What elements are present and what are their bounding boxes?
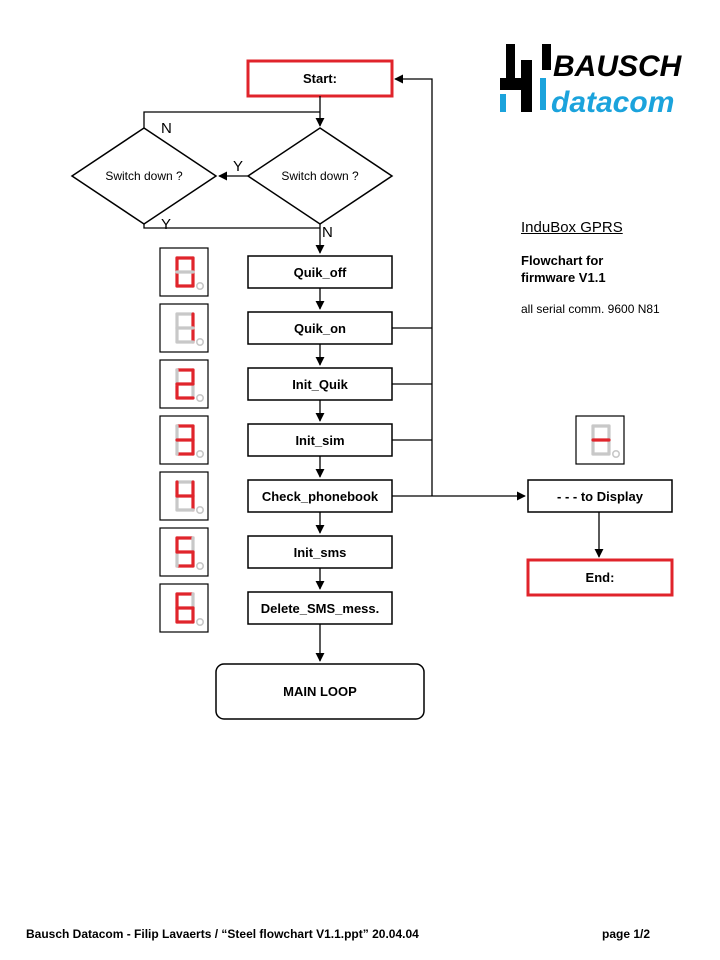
bausch-datacom-logo: BAUSCH datacom xyxy=(500,44,683,119)
digit-display xyxy=(159,415,209,465)
decision-right-label: Switch down ? xyxy=(281,169,359,183)
step-node-label: Quik_off xyxy=(294,265,347,280)
step-node-label: Delete_SMS_mess. xyxy=(261,601,380,616)
step-node-label: Init_sms xyxy=(294,545,347,560)
step-node-label: Init_Quik xyxy=(292,377,348,392)
digit-display xyxy=(159,527,209,577)
digit-display xyxy=(159,583,209,633)
step-node-label: Check_phonebook xyxy=(262,489,379,504)
edge-back-to-start xyxy=(394,74,433,496)
edge-label-n-bottom: N xyxy=(322,224,333,241)
step-node-label: Quik_on xyxy=(294,321,346,336)
edges xyxy=(143,74,604,662)
step-node xyxy=(247,591,393,625)
digit-display xyxy=(159,359,209,409)
digit-display xyxy=(159,247,209,297)
edge-label-y-bottom: Y xyxy=(161,216,171,233)
end-node xyxy=(526,558,674,597)
main-loop-label: MAIN LOOP xyxy=(283,684,357,699)
step-node xyxy=(247,423,393,457)
edge-yes-bottom xyxy=(143,224,320,229)
step-node xyxy=(247,367,393,401)
info-serial: all serial comm. 9600 N81 xyxy=(521,302,660,316)
start-node-label: Start: xyxy=(303,71,337,86)
display-digit-panel xyxy=(575,415,625,465)
digit-display xyxy=(159,471,209,521)
step-node-label: Init_sim xyxy=(295,433,344,448)
info-subtitle-line1: Flowchart for xyxy=(521,253,604,268)
logo-text-datacom: datacom xyxy=(551,86,674,119)
info-title: InduBox GPRS xyxy=(521,219,623,236)
step-nodes: Quik_offQuik_onInit_QuikInit_simCheck_ph… xyxy=(247,255,393,625)
main-loop-node xyxy=(215,663,425,720)
edge-no-loop xyxy=(143,111,320,128)
edge-label-n-top: N xyxy=(161,120,172,137)
footer-left: Bausch Datacom - Filip Lavaerts / “Steel… xyxy=(26,927,419,941)
step-node xyxy=(247,311,393,345)
seven-segment-displays xyxy=(159,247,625,633)
logo-mark-icon xyxy=(500,44,551,112)
step-node xyxy=(247,535,393,569)
footer-right: page 1/2 xyxy=(602,927,651,941)
info-subtitle-line2: firmware V1.1 xyxy=(521,270,606,285)
display-node-label: - - - to Display xyxy=(557,489,644,504)
display-node xyxy=(527,479,673,513)
step-node xyxy=(247,255,393,289)
edge-label-y-mid: Y xyxy=(233,158,243,175)
digit-display xyxy=(159,303,209,353)
end-node-label: End: xyxy=(586,570,615,585)
logo-text-bausch: BAUSCH xyxy=(553,50,683,83)
step-node xyxy=(247,479,393,513)
decision-left-label: Switch down ? xyxy=(105,169,183,183)
